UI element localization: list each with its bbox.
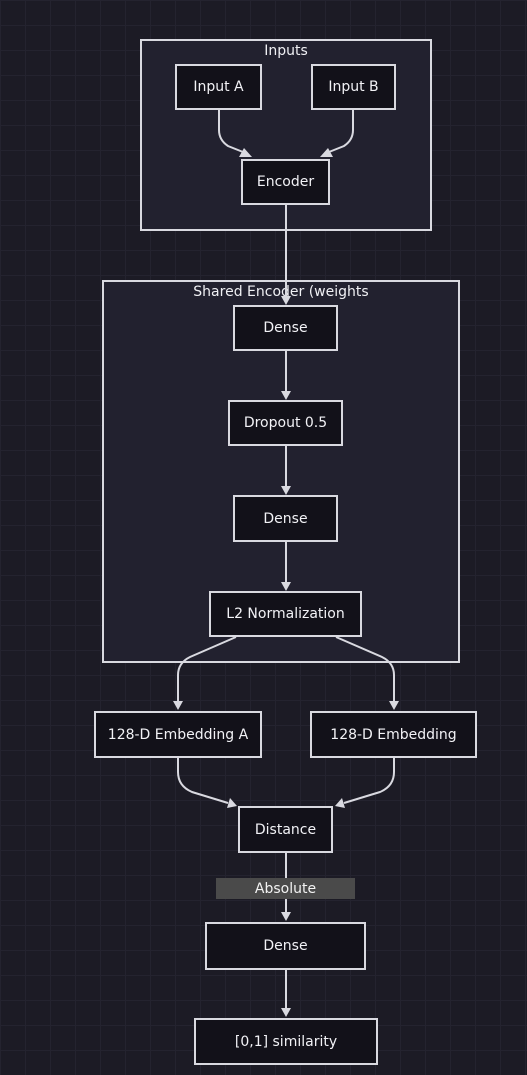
inputs-cluster-label: Inputs bbox=[264, 43, 308, 59]
edge-input-a-to-encoder bbox=[218, 110, 252, 157]
shared-encoder-cluster-label: Shared Encoder (weights bbox=[193, 284, 369, 300]
dense-node-1[interactable]: Dense bbox=[233, 305, 338, 351]
edge-encoder-to-dense bbox=[281, 205, 291, 305]
dense-node-3[interactable]: Dense bbox=[205, 922, 366, 970]
edge-dropout-to-dense bbox=[281, 446, 291, 495]
edge-l2norm-to-embedding-b bbox=[335, 636, 399, 710]
l2-normalization-node[interactable]: L2 Normalization bbox=[209, 591, 362, 637]
similarity-node[interactable]: [0,1] similarity bbox=[194, 1018, 378, 1065]
edge-input-b-to-encoder bbox=[320, 110, 354, 157]
edge-dense-to-l2norm bbox=[281, 542, 291, 591]
input-b-node[interactable]: Input B bbox=[311, 64, 396, 110]
distance-node[interactable]: Distance bbox=[238, 806, 333, 853]
dropout-node[interactable]: Dropout 0.5 bbox=[228, 400, 343, 446]
dense-node-2[interactable]: Dense bbox=[233, 495, 338, 542]
embedding-a-node[interactable]: 128-D Embedding A bbox=[94, 711, 262, 758]
edge-dense-to-similarity bbox=[281, 970, 291, 1017]
edge-l2norm-to-embedding-a bbox=[173, 636, 237, 710]
edge-embedding-b-to-distance bbox=[335, 758, 395, 808]
input-a-node[interactable]: Input A bbox=[175, 64, 262, 110]
edge-dense-to-dropout bbox=[281, 351, 291, 400]
embedding-b-node[interactable]: 128-D Embedding bbox=[310, 711, 477, 758]
edge-embedding-a-to-distance bbox=[177, 758, 237, 808]
edge-label-absolute: Absolute bbox=[216, 878, 355, 899]
encoder-node[interactable]: Encoder bbox=[241, 159, 330, 205]
